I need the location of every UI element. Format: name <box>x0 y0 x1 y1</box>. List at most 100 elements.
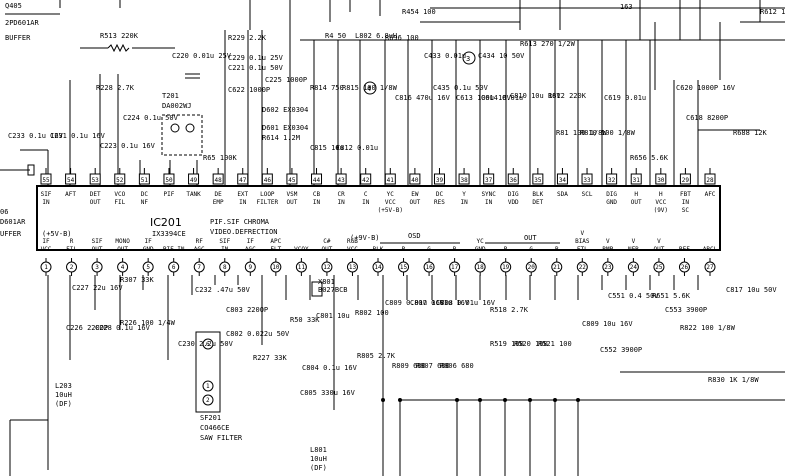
pin-label: DC <box>436 191 444 198</box>
pin-number: 30 <box>657 177 665 184</box>
pin-label: IN <box>485 199 493 206</box>
pin-number: 7 <box>197 264 201 271</box>
ic-bottom-pin-19: 19R <box>500 246 512 276</box>
pin-number: 29 <box>682 177 690 184</box>
c808-label: C808 0.01u 16V <box>436 299 496 307</box>
c613-label: C613 100u 16V <box>456 94 512 102</box>
pin-number: 46 <box>264 177 272 184</box>
pin-label: CR <box>337 191 345 198</box>
c614-label: C614 0.01u <box>481 94 523 102</box>
pin-number: 17 <box>451 264 459 271</box>
q405-block: Q405 2PD601AR BUFFER <box>5 2 60 42</box>
saw-node-6: 6 <box>206 341 210 348</box>
top-rails: 163 <box>59 0 785 90</box>
ic201-function-2: VIDEO.DEFRECTION <box>210 228 277 236</box>
pin-label: R <box>70 238 74 245</box>
pin-number: 5 <box>146 264 150 271</box>
pin-number: 35 <box>534 177 542 184</box>
pin-number: 10 <box>272 264 280 271</box>
pin-number: 27 <box>706 264 714 271</box>
pin-label: FILTER <box>256 199 278 206</box>
pin-label: EXT <box>237 191 248 198</box>
pin-label: SC <box>682 207 690 214</box>
l203-value: 10uH <box>55 391 72 399</box>
c223-label: C223 0.1u 16V <box>100 142 156 150</box>
pin-number: 12 <box>323 264 331 271</box>
pin-label: DIG <box>606 191 617 198</box>
ic-bottom-pin-16: 16G <box>423 246 435 276</box>
pin-number: 25 <box>655 264 663 271</box>
pin-number: 24 <box>630 264 638 271</box>
pin-label: GND <box>475 246 486 253</box>
ic-bottom-pin-20: 20G <box>525 246 537 276</box>
pin-label: DE <box>215 191 223 198</box>
left-buffer-label: UFFER <box>0 230 22 238</box>
pin-label: VCO <box>114 191 125 198</box>
ic201-function-1: PIF.SIF CHROMA <box>210 218 270 226</box>
c805-label: C805 330u 16V <box>300 389 356 397</box>
pin-number: 28 <box>706 177 714 184</box>
pin-label: OUT <box>409 199 420 206</box>
pin-label: IN <box>42 199 50 206</box>
c434-label: C434 10 50V <box>478 52 525 60</box>
c227-label: C227 22u 16V <box>72 284 123 292</box>
c433-label: C433 0.01u <box>424 52 466 60</box>
c816-label: C816 470u 16V <box>395 94 451 102</box>
pin-number: 50 <box>165 177 173 184</box>
pin-number: 45 <box>288 177 296 184</box>
c233-label: C233 0.1u 16V <box>8 132 64 140</box>
pin-label: OUT <box>92 246 103 253</box>
l203-tolerance: (DF) <box>55 400 72 408</box>
pin-label: AFC <box>705 191 716 198</box>
pin-label: RGB <box>347 238 358 245</box>
pin-label: VSM <box>287 191 298 198</box>
pin-label: VDD <box>508 199 519 206</box>
pin-label: ABCL <box>703 246 718 253</box>
pin-label: OUT <box>654 246 665 253</box>
pin-label: VCC <box>41 246 52 253</box>
r521-label: R521 100 <box>538 340 572 348</box>
l802-label: L802 6.8uH <box>355 32 397 40</box>
bottom-components: C227 22u 16V C226 2200P C228 0.1u 16V R3… <box>9 275 785 476</box>
c801-label: C801 10u <box>316 312 350 320</box>
pin-label: YC <box>387 191 395 198</box>
pin-number: 3 <box>95 264 99 271</box>
node-4-label: 4 <box>367 85 371 93</box>
pin-number: 42 <box>362 177 370 184</box>
pin-label: IN <box>682 199 690 206</box>
pin-label: CB <box>313 191 321 198</box>
c229-label: C229 0.1u 25V <box>228 54 284 62</box>
r229-label: R229 2.2K <box>228 34 267 42</box>
r807-label: R807 680 <box>416 362 450 370</box>
pin-number: 18 <box>477 264 485 271</box>
pin-number: 20 <box>528 264 536 271</box>
pin-number: 4 <box>121 264 125 271</box>
pin-number: 16 <box>425 264 433 271</box>
r822-label: R822 100 1/8W <box>680 324 736 332</box>
d601-label: D601 EX0304 <box>262 124 308 132</box>
c812-label: C812 0.01u <box>336 144 378 152</box>
ic-bottom-pin-15: 15R <box>398 246 410 276</box>
pin-label: IF <box>145 238 153 245</box>
pin-number: 51 <box>141 177 149 184</box>
pin-number: 14 <box>374 264 382 271</box>
pin-label: TANK <box>186 191 201 198</box>
saw-node-2: 2 <box>206 397 210 404</box>
pin-label: OUT <box>117 246 128 253</box>
pin-label: V <box>606 238 610 245</box>
pin-number: 33 <box>583 177 591 184</box>
pin-label: VCOX <box>294 246 309 253</box>
c553-label: C553 3900P <box>665 306 707 314</box>
pin-label: SCL <box>582 191 593 198</box>
